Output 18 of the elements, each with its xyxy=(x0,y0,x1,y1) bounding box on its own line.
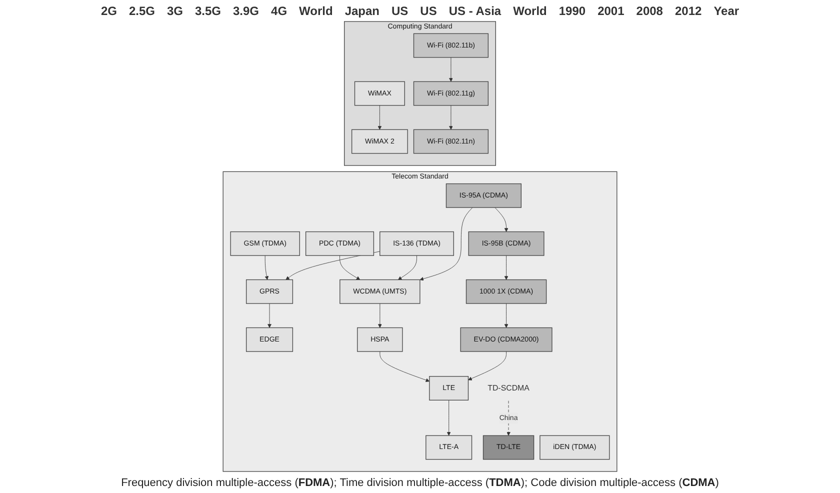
axis-label: Japan xyxy=(344,4,380,18)
axis-label: World xyxy=(299,4,333,18)
axis-label: US - Asia xyxy=(448,4,502,18)
axis-label: 3G xyxy=(166,4,183,18)
axis-label: 3.9G xyxy=(233,4,260,18)
axis-label: US xyxy=(420,4,437,18)
axis-label: 3.5G xyxy=(194,4,221,18)
axis-label: 2012 xyxy=(674,4,702,18)
axis-label: Year xyxy=(714,4,740,18)
axis-label: 4G xyxy=(271,4,288,18)
axis-label: US xyxy=(392,4,408,18)
axis-label: 1990 xyxy=(558,4,586,18)
axis-label: 2008 xyxy=(636,4,663,18)
axis-label: World xyxy=(513,4,547,18)
axis-label: 2001 xyxy=(598,4,624,18)
caption: Frequency division multiple-access (FDMA); Time division multiple-access (TDMA); Code division multiple-access (CDMA) xyxy=(121,477,719,489)
axis-label: 2.5G xyxy=(128,4,155,18)
axis-label: 2G xyxy=(100,4,117,18)
